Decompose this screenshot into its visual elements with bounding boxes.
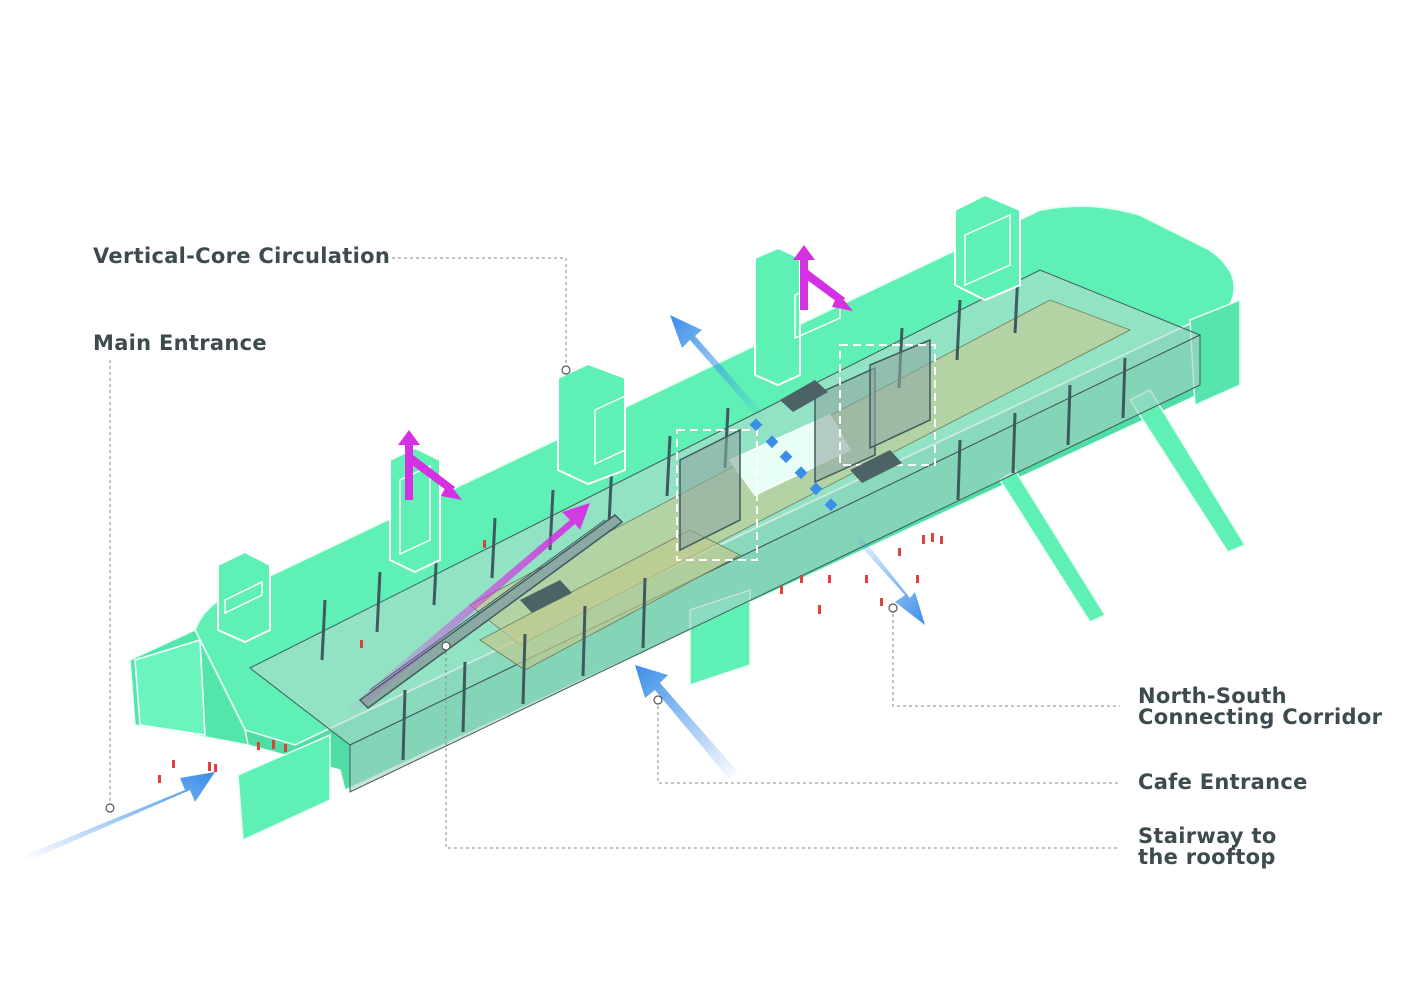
- stair-arrow: [345, 503, 590, 716]
- leader-vertical-core: [392, 257, 567, 370]
- vertical-core-4: [754, 246, 841, 387]
- leader-lines: [109, 257, 1120, 849]
- vertical-core-3: [557, 362, 626, 486]
- leader-north-south: [892, 608, 1120, 707]
- label-cafe-entrance: Cafe Entrance: [1138, 770, 1308, 794]
- interior-rooms: [520, 338, 936, 613]
- south-bridge-left: [237, 733, 331, 842]
- label-stairway-rooftop: Stairway to the rooftop: [1138, 826, 1277, 868]
- people: [158, 533, 943, 783]
- label-stairway-line-1: Stairway to: [1138, 824, 1277, 848]
- floor-plate-lower: [479, 529, 741, 671]
- corridor-arrow-south: [855, 535, 925, 625]
- glass-box-front: [349, 334, 1201, 793]
- south-bridge-right-1: [998, 468, 1107, 623]
- label-north-south-corridor: North-South Connecting Corridor: [1138, 686, 1382, 728]
- leader-endpoints: [105, 365, 898, 813]
- main-entrance-arrow: [25, 772, 215, 860]
- label-north-south-line-1: North-South: [1138, 684, 1287, 708]
- corridor-arrow-north: [670, 315, 765, 420]
- label-main-entrance: Main Entrance: [93, 331, 267, 355]
- core-arrow-left: [398, 430, 462, 500]
- south-bridge-right-2: [1128, 389, 1247, 553]
- core-arrow-right: [793, 245, 853, 311]
- circulation-arrows: [25, 245, 925, 860]
- vertical-core-1: [217, 550, 271, 644]
- label-vertical-core-circulation: Vertical-Core Circulation: [93, 244, 391, 268]
- left-end-wing: [134, 639, 206, 736]
- vertical-core-2: [389, 446, 441, 574]
- label-north-south-line-2: Connecting Corridor: [1138, 705, 1383, 729]
- leader-cafe: [657, 700, 1120, 784]
- cafe-entrance-arrow: [635, 665, 738, 780]
- label-stairway-line-2: the rooftop: [1138, 845, 1276, 869]
- leader-stairway: [445, 646, 1120, 849]
- vertical-cores: [217, 193, 1021, 644]
- vertical-core-5: [954, 193, 1021, 302]
